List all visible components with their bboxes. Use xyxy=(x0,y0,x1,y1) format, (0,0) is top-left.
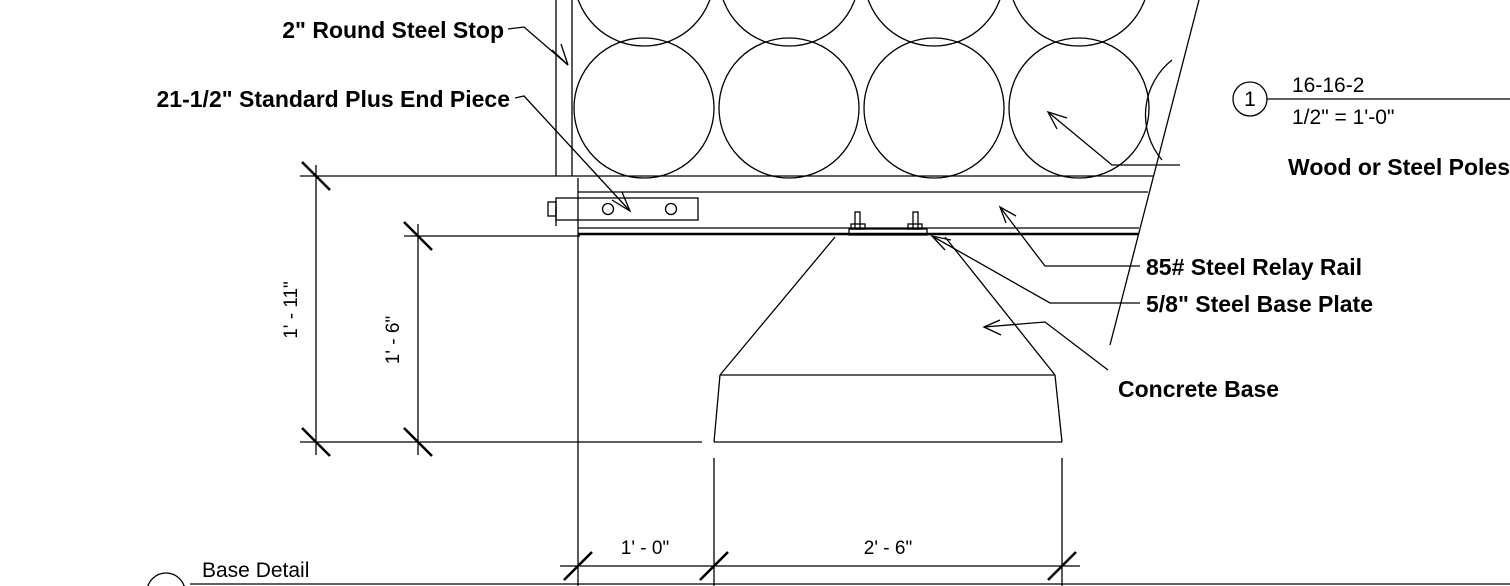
poles xyxy=(573,0,1173,179)
callout-3-number: 3 xyxy=(160,583,172,586)
dim-base-width: 2' - 6" xyxy=(864,538,912,559)
dim-overall-height: 1' - 11" xyxy=(281,281,302,339)
label-end-piece: 21-1/2" Standard Plus End Piece xyxy=(157,86,510,112)
end-piece-frame xyxy=(555,0,1200,346)
detail-callout-3: 3 Base Detail xyxy=(147,559,309,586)
label-poles: Wood or Steel Poles xyxy=(1288,154,1510,180)
relay-rail xyxy=(556,175,1153,236)
end-piece-plate xyxy=(547,197,699,221)
callout-1-number: 1 xyxy=(1244,88,1256,111)
callout-1-sheet: 16-16-2 xyxy=(1292,74,1364,97)
concrete-base xyxy=(713,236,1063,443)
detail-callout-1: 1 16-16-2 1/2" = 1'-0" xyxy=(1232,74,1510,129)
dim-base-height: 1' - 6" xyxy=(383,316,404,364)
base-plate xyxy=(848,211,928,236)
callout-3-title: Base Detail xyxy=(202,559,309,582)
dimension-lines xyxy=(300,161,1080,586)
dim-offset-width: 1' - 0" xyxy=(621,538,669,559)
callout-1-scale: 1/2" = 1'-0" xyxy=(1292,106,1394,129)
label-concrete-base: Concrete Base xyxy=(1118,376,1279,402)
label-base-plate: 5/8" Steel Base Plate xyxy=(1146,291,1373,317)
label-steel-stop: 2" Round Steel Stop xyxy=(282,17,504,43)
label-relay-rail: 85# Steel Relay Rail xyxy=(1146,254,1362,280)
leaders xyxy=(507,26,1180,371)
